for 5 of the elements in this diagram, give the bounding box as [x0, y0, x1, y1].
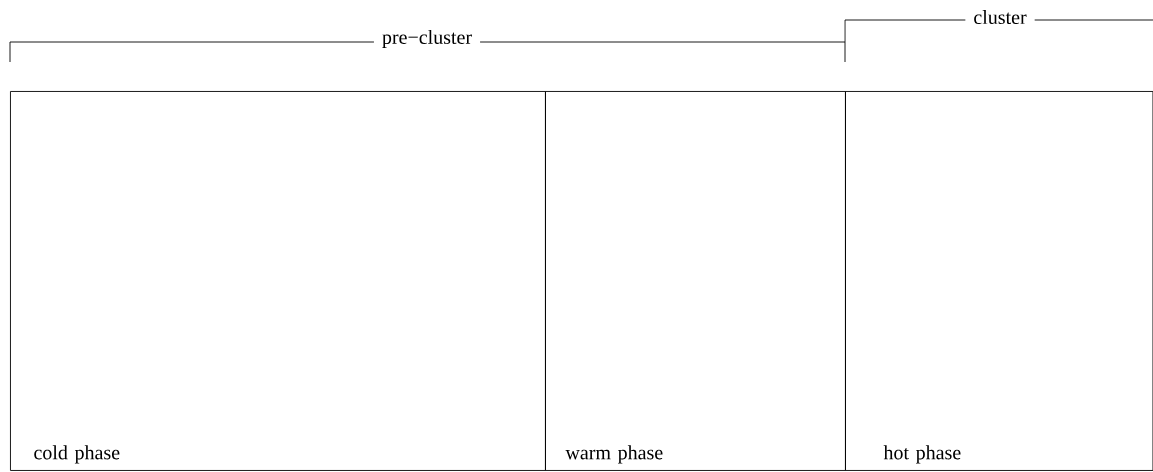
phase-box: warm phase: [545, 91, 846, 471]
bracket-label: cluster: [965, 8, 1035, 26]
phase-box: hot phase: [845, 91, 1153, 471]
phase-box: cold phase: [10, 91, 546, 471]
bracket-label: pre−cluster: [373, 28, 481, 50]
